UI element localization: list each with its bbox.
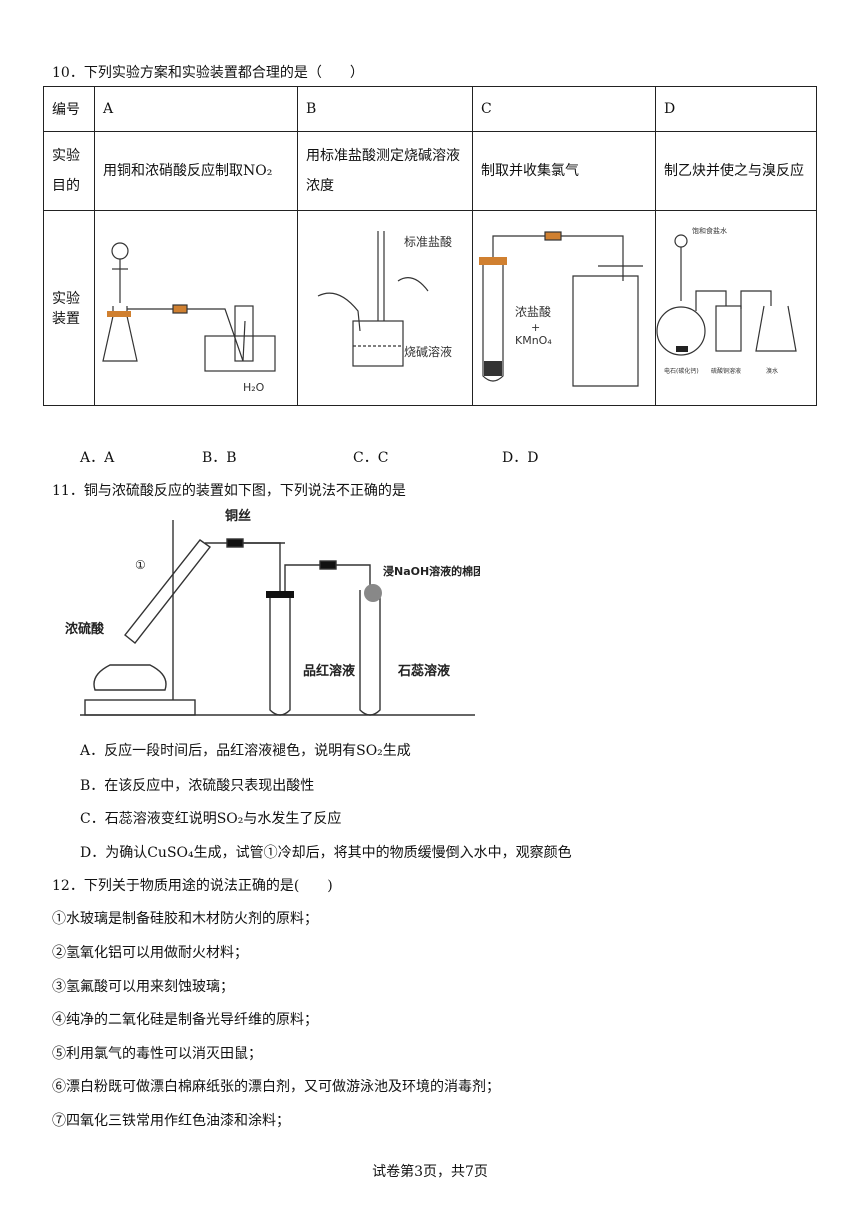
header-a: A	[94, 86, 298, 132]
label-kmno4: KMnO₄	[515, 334, 552, 347]
label-copper-wire: 铜丝	[224, 508, 251, 524]
label-tube-1: ①	[135, 558, 146, 572]
apparatus-d-diagram: 饱和食盐水 电石(碳化钙) 硫酸铜溶液 溴水	[656, 226, 797, 375]
label-naoh: 烧碱溶液	[404, 344, 452, 359]
purpose-label: 实验目的	[43, 131, 95, 211]
q11-diagram: 铜丝 ① 浓硫酸 品红溶液 石蕊溶液 浸NaOH溶液的棉团	[65, 508, 480, 716]
q11-option-c: C．石蕊溶液变红说明SO₂与水发生了反应	[80, 811, 342, 827]
header-d: D	[655, 86, 817, 132]
apparatus-a: H₂O	[94, 210, 298, 406]
header-number: 编号	[43, 86, 95, 132]
label-std-hcl: 标准盐酸	[404, 234, 452, 249]
label-brine: 饱和食盐水	[692, 226, 727, 235]
header-b: B	[297, 86, 473, 132]
label-conc-h2so4: 浓硫酸	[65, 621, 105, 637]
q10-option-d: D．D	[502, 450, 539, 466]
purpose-a: 用铜和浓硝酸反应制取NO₂	[94, 131, 298, 211]
apparatus-c: 浓盐酸 + KMnO₄	[472, 210, 656, 406]
apparatus-a-diagram: H₂O	[102, 242, 276, 394]
purpose-d: 制乙炔并使之与溴反应	[655, 131, 817, 211]
label-cuso4: 硫酸铜溶液	[711, 367, 741, 375]
label-bromine: 溴水	[766, 367, 778, 375]
q12-item-7: ⑦四氧化三铁常用作红色油漆和涂料；	[52, 1113, 290, 1129]
header-c: C	[472, 86, 656, 132]
label-pinhong: 品红溶液	[303, 663, 355, 679]
label-carbide: 电石(碳化钙)	[664, 367, 699, 375]
purpose-c: 制取并收集氯气	[472, 131, 656, 211]
q12-item-3: ③氢氟酸可以用来刻蚀玻璃；	[52, 979, 234, 995]
q10-option-c: C．C	[353, 450, 389, 466]
apparatus-b: 标准盐酸 烧碱溶液	[297, 210, 473, 406]
q12-stem: 12．下列关于物质用途的说法正确的是( )	[52, 878, 333, 894]
q12-item-1: ①水玻璃是制备硅胶和木材防火剂的原料；	[52, 911, 318, 927]
label-conc-hcl: 浓盐酸	[515, 304, 551, 319]
purpose-b: 用标准盐酸测定烧碱溶液浓度	[297, 131, 473, 211]
q12-item-2: ②氢氧化铝可以用做耐火材料；	[52, 945, 248, 961]
label-litmus: 石蕊溶液	[397, 663, 450, 679]
q12-item-6: ⑥漂白粉既可做漂白棉麻纸张的漂白剂，又可做游泳池及环境的消毒剂；	[52, 1079, 500, 1095]
q10-option-b: B．B	[202, 450, 237, 466]
label-h2o: H₂O	[243, 381, 265, 394]
q11-stem: 11．铜与浓硫酸反应的装置如下图，下列说法不正确的是	[52, 483, 406, 499]
apparatus-label: 实验装置	[43, 210, 95, 406]
q10-stem: 10．下列实验方案和实验装置都合理的是（ ）	[52, 65, 364, 81]
apparatus-d: 饱和食盐水 电石(碳化钙) 硫酸铜溶液 溴水	[655, 210, 817, 406]
label-cotton: 浸NaOH溶液的棉团	[383, 564, 480, 578]
q11-option-b: B．在该反应中，浓硫酸只表现出酸性	[80, 778, 315, 794]
q10-option-a: A．A	[80, 450, 115, 466]
label-plus: +	[531, 321, 540, 334]
apparatus-b-diagram: 标准盐酸 烧碱溶液	[317, 231, 452, 367]
page-footer: 试卷第3页，共7页	[372, 1164, 488, 1180]
q10-table: 编号 A B C D 实验目的 用铜和浓硝酸反应制取NO₂ 用标准盐酸测定烧碱溶…	[43, 86, 817, 406]
q11-option-a: A．反应一段时间后，品红溶液褪色，说明有SO₂生成	[80, 743, 411, 759]
q12-item-5: ⑤利用氯气的毒性可以消灭田鼠；	[52, 1046, 262, 1062]
q11-option-d: D．为确认CuSO₄生成，试管①冷却后，将其中的物质缓慢倒入水中，观察颜色	[80, 845, 572, 861]
apparatus-c-diagram: 浓盐酸 + KMnO₄	[479, 231, 643, 387]
q12-item-4: ④纯净的二氧化硅是制备光导纤维的原料；	[52, 1012, 318, 1028]
